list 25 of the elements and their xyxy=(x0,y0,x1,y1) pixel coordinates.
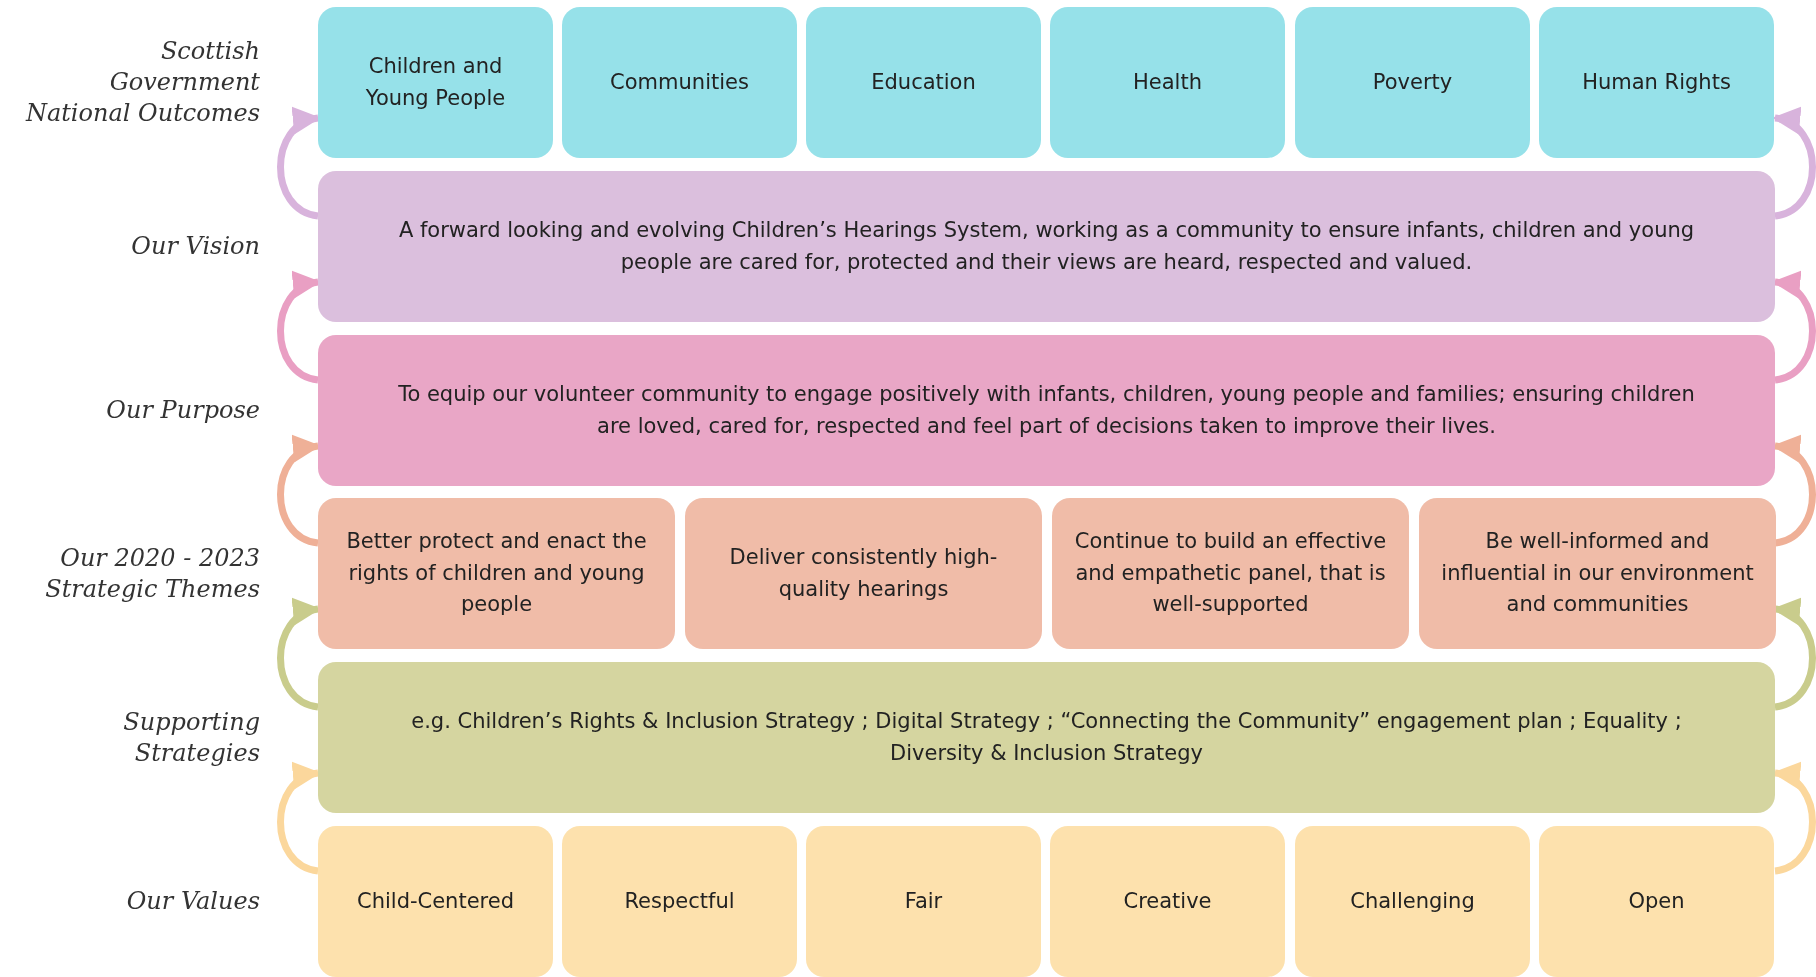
row-label: Scottish Government National Outcomes xyxy=(24,35,260,129)
value-box: Child-Centered xyxy=(318,826,553,977)
theme-box: Continue to build an effective and empathetic panel, that is well-supported xyxy=(1052,498,1409,649)
vision-band: A forward looking and evolving Children’s Hearings System, working as a community to ensure infants, children and young people are cared for, protected and their views are heard, respected and valued. xyxy=(318,171,1775,322)
outcome-box: Poverty xyxy=(1295,7,1530,158)
theme-box: Better protect and enact the rights of children and young people xyxy=(318,498,675,649)
outcome-box: Human Rights xyxy=(1539,7,1774,158)
theme-box: Be well-informed and influential in our environment and communities xyxy=(1419,498,1776,649)
row-label: Our Vision xyxy=(130,231,260,262)
strategies-band: e.g. Children’s Rights & Inclusion Strategy ; Digital Strategy ; “Connecting the Community” engagement plan ; Equality ; Diversity & Inclusion Strategy xyxy=(318,662,1775,813)
outcome-box: Children and Young People xyxy=(318,7,553,158)
row-label: Our Purpose xyxy=(105,395,260,426)
outcome-box: Health xyxy=(1050,7,1285,158)
value-box: Open xyxy=(1539,826,1774,977)
row-label: Our 2020 - 2023 Strategic Themes xyxy=(44,542,260,605)
purpose-band: To equip our volunteer community to engage positively with infants, children, young people and families; ensuring children are loved, cared for, respected and feel part of decisions taken to improve their lives. xyxy=(318,335,1775,486)
outcome-box: Education xyxy=(806,7,1041,158)
row-label: Supporting Strategies xyxy=(122,706,260,769)
row-label: Our Values xyxy=(125,886,260,917)
value-box: Respectful xyxy=(562,826,797,977)
outcome-box: Communities xyxy=(562,7,797,158)
value-box: Fair xyxy=(806,826,1041,977)
value-box: Creative xyxy=(1050,826,1285,977)
value-box: Challenging xyxy=(1295,826,1530,977)
theme-box: Deliver consistently high-quality hearings xyxy=(685,498,1042,649)
